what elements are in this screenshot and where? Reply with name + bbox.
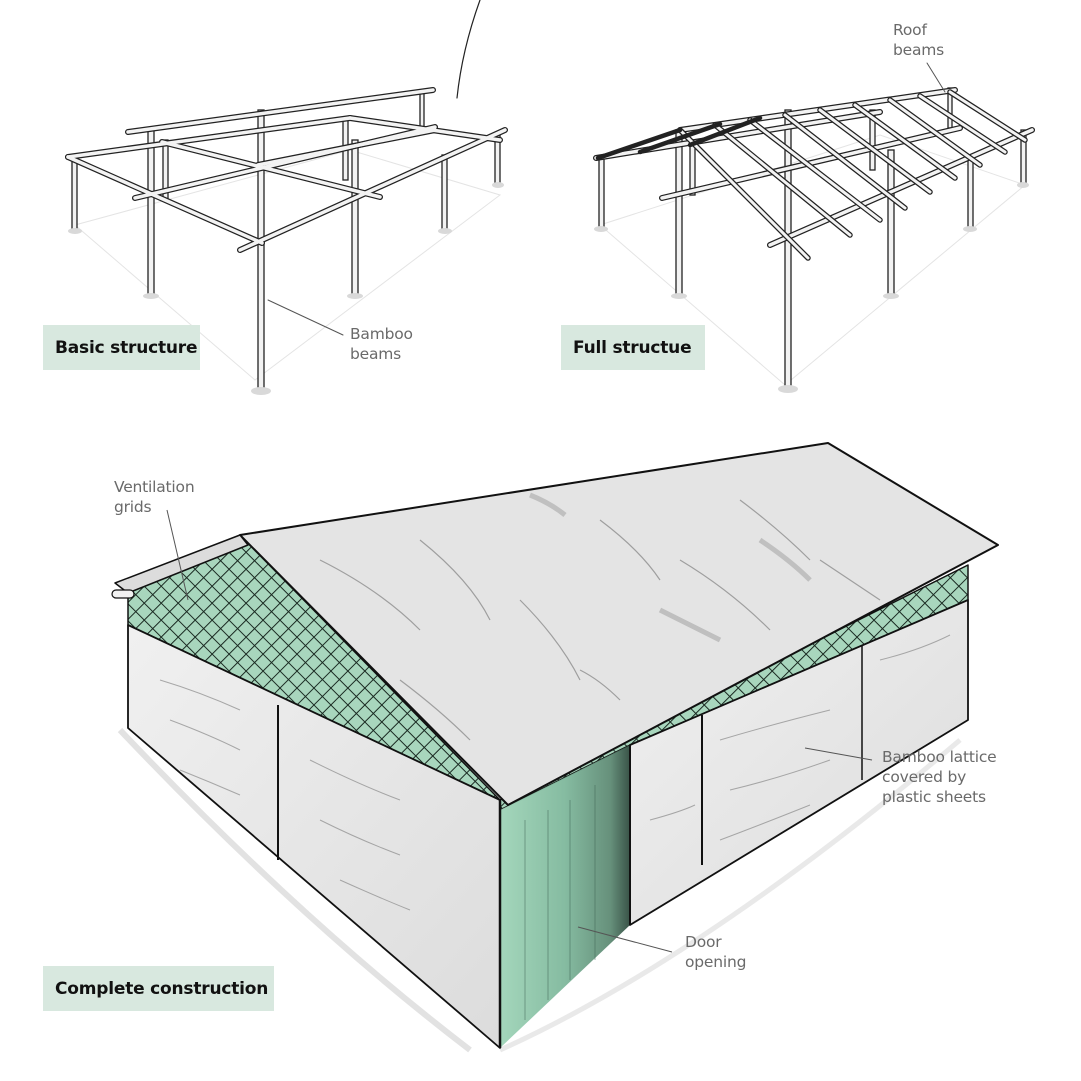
basic-structure-title: Basic structure bbox=[55, 337, 198, 358]
callout-ventilation-grids: Ventilation grids bbox=[114, 478, 195, 516]
basic-structure-label: Basic structure bbox=[43, 325, 200, 370]
callout-door-opening: Door opening bbox=[685, 933, 747, 971]
callout-roof-beams: Roof beams bbox=[893, 21, 945, 59]
full-structure-label: Full structue bbox=[561, 325, 705, 370]
complete-construction-title: Complete construction bbox=[55, 978, 269, 999]
callout-bamboo-beams: Bamboo beams bbox=[350, 325, 413, 363]
basic-structure-drawing bbox=[65, 0, 508, 395]
complete-construction-drawing bbox=[111, 442, 999, 1053]
full-structure-drawing bbox=[593, 62, 1035, 393]
callout-bamboo-lattice: Bamboo lattice covered by plastic sheets bbox=[882, 748, 997, 806]
complete-construction-label: Complete construction bbox=[43, 966, 274, 1011]
full-structure-title: Full structue bbox=[573, 337, 692, 358]
